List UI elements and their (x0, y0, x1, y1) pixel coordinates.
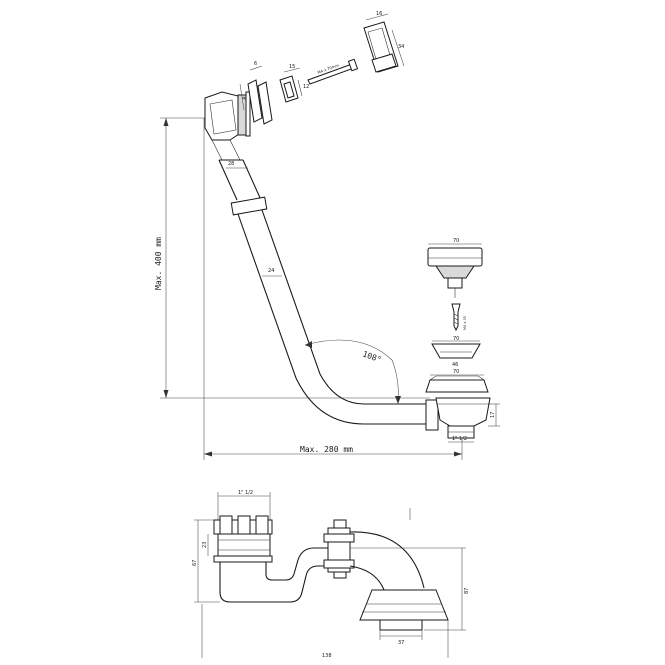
plug-cap-dim: 70 (453, 336, 459, 342)
thread-label: 1" 1/2 (238, 490, 253, 496)
pipe-dim-upper: 28 (228, 161, 234, 167)
thread-dimension: 1" 1/2 (217, 490, 271, 520)
outlet-elbow (349, 531, 449, 631)
max-width-label: Max. 280 mm (300, 445, 353, 454)
nut-dim: 23 (202, 542, 208, 548)
overflow-dim-b-left: 8 (242, 96, 248, 100)
right-height-dimension: 87 (350, 508, 470, 631)
outlet-thread: 1" 1/2 (452, 436, 467, 442)
outlet-body: 17 1" 1/2 (425, 397, 500, 443)
max-height-dimension: Max. 400 mm (154, 117, 430, 399)
height-dim: 67 (192, 560, 198, 566)
washer: 70 46 (431, 336, 481, 368)
cover-dim-width: 16 (376, 11, 382, 17)
pipe-dim-lower: 24 (268, 268, 274, 274)
flange-ring: 70 (425, 369, 489, 393)
upper-pipe: 28 (218, 159, 268, 216)
overflow-head (204, 91, 251, 161)
left-nut (213, 515, 273, 563)
overflow-cover: 16 34 (363, 11, 404, 73)
max-width-dimension: Max. 280 mm (203, 118, 463, 460)
angle-label: 108° (361, 349, 382, 364)
right-height-dim: 87 (464, 588, 470, 594)
overflow-dim-b: 15 (289, 64, 295, 70)
total-width-dim: 138 (322, 653, 332, 659)
overflow-dim-a: 6 (254, 61, 257, 67)
total-width-dimension: 138 (201, 604, 449, 659)
left-height-dimension: 67 23 (192, 519, 220, 603)
base-width-dimension: 37 (379, 630, 423, 646)
trap-pipe (219, 547, 330, 603)
overflow-screw: M4 x 70mm (307, 58, 359, 85)
max-height-label: Max. 400 mm (154, 237, 163, 290)
plug-head: 70 (427, 238, 483, 298)
bath-waste-assembly: Max. 400 mm Max. 280 mm 28 (154, 11, 500, 460)
overflow-dim-c: 12 (303, 84, 309, 90)
plug-dim: 70 (453, 238, 459, 244)
lower-pipe: 24 (237, 209, 428, 425)
overflow-gaskets: 6 8 15 12 (239, 61, 309, 125)
base-width-dim: 37 (398, 640, 404, 646)
flange-dim: 70 (453, 369, 459, 375)
trap-detail: 1" 1/2 (192, 490, 470, 659)
plug-screw: M4 x 35 (451, 303, 467, 332)
outlet-side-dim: 17 (490, 412, 496, 418)
cover-dim-height: 34 (398, 44, 404, 50)
washer-dim: 46 (452, 362, 458, 368)
right-nut (323, 519, 355, 579)
screw-small-label: M4 x 35 (463, 316, 467, 330)
